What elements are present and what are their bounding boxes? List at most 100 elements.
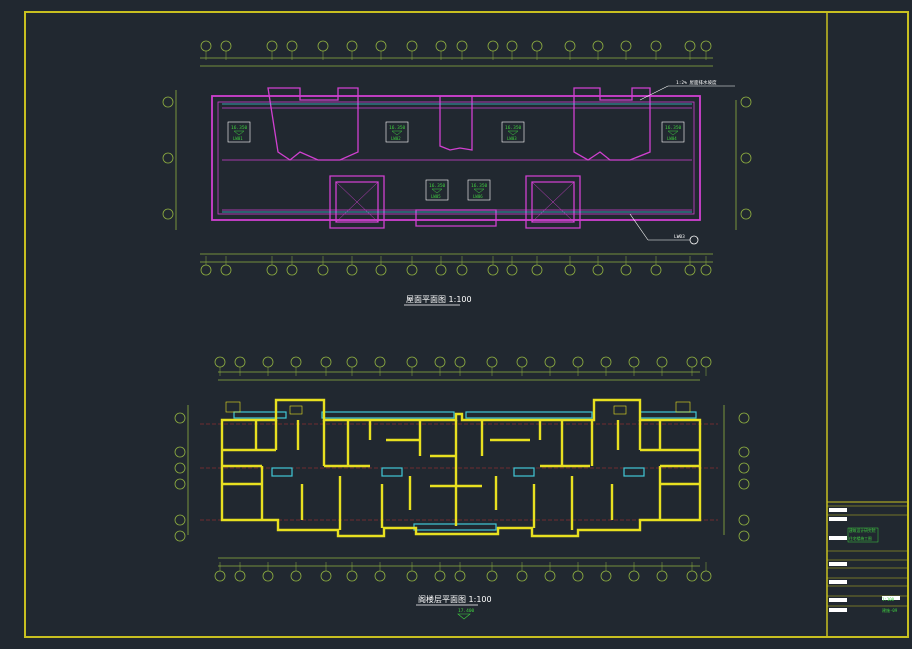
axis-bubble (374, 356, 386, 368)
axis-bubble (174, 446, 186, 458)
title-block-project: 住宅楼施工图 (849, 536, 872, 541)
axis-bubble (516, 356, 528, 368)
axis-bubble (738, 446, 750, 458)
axis-bubble (290, 570, 302, 582)
axis-bubble (262, 570, 274, 582)
axis-bubble (506, 40, 518, 52)
axis-bubble (286, 40, 298, 52)
axis-bubble (531, 264, 543, 276)
axis-bubble (266, 40, 278, 52)
axis-bubble (740, 208, 752, 220)
axis-bubble (738, 530, 750, 542)
axis-bubble (346, 264, 358, 276)
attic-axis-bubbles-top (214, 356, 712, 376)
title-block-field (829, 598, 847, 602)
axis-bubble (531, 40, 543, 52)
elevation-value: 16.350 (429, 183, 446, 189)
roof-axis-bubbles-bottom (200, 256, 712, 276)
axis-bubble (220, 264, 232, 276)
axis-bubble (290, 356, 302, 368)
elevation-value: 16.350 (231, 125, 248, 131)
axis-bubble (214, 570, 226, 582)
elevation-tag: LW05 (431, 194, 441, 199)
axis-bubble (346, 570, 358, 582)
title-block-field (829, 562, 847, 566)
axis-bubble (406, 264, 418, 276)
axis-bubble (738, 462, 750, 474)
axis-bubble (486, 570, 498, 582)
elevation-value: 16.350 (471, 183, 488, 189)
axis-bubble (406, 356, 418, 368)
axis-bubble (738, 478, 750, 490)
axis-bubble (346, 40, 358, 52)
axis-bubble (435, 264, 447, 276)
axis-bubble (317, 264, 329, 276)
axis-bubble (650, 40, 662, 52)
axis-bubble (374, 570, 386, 582)
axis-bubble (456, 264, 468, 276)
axis-bubble (544, 356, 556, 368)
axis-bubble (620, 40, 632, 52)
title-block-field (882, 596, 900, 600)
axis-bubble (486, 356, 498, 368)
axis-bubble (162, 96, 174, 108)
axis-bubble (262, 356, 274, 368)
axis-bubble (656, 570, 668, 582)
attic-plan: 阁楼层平面图 1:100 17.400 (174, 356, 750, 620)
attic-plan-title: 阁楼层平面图 1:100 (418, 594, 492, 604)
elevation-value: 16.350 (665, 125, 682, 131)
axis-bubble (740, 96, 752, 108)
axis-bubble (220, 40, 232, 52)
axis-bubble (686, 356, 698, 368)
axis-bubble (740, 152, 752, 164)
attic-elevation-label: 17.400 (458, 608, 475, 614)
axis-bubble (684, 40, 696, 52)
axis-bubble (320, 570, 332, 582)
axis-bubble (375, 40, 387, 52)
attic-axis-bubbles-bottom (214, 562, 712, 582)
roof-plan-title: 屋面平面图 1:100 (406, 295, 472, 304)
axis-bubble (174, 530, 186, 542)
axis-bubble (684, 264, 696, 276)
axis-bubble (506, 264, 518, 276)
title-block-rows (827, 505, 908, 612)
axis-bubble (174, 412, 186, 424)
roof-outline (211, 95, 701, 221)
title-block-company: 建筑设计研究院 (849, 528, 876, 533)
axis-bubble (406, 570, 418, 582)
axis-bubble (544, 570, 556, 582)
axis-bubble (628, 570, 640, 582)
axis-bubble (174, 462, 186, 474)
elevation-tag: LW06 (473, 194, 483, 199)
axis-bubble (434, 570, 446, 582)
axis-bubble (620, 264, 632, 276)
axis-bubble (700, 40, 712, 52)
title-block: 建筑设计研究院 住宅楼施工图 1:100 建施-09 (827, 505, 908, 613)
roof-note-bottom: LW03 (674, 234, 685, 240)
axis-bubble (487, 264, 499, 276)
axis-bubble (738, 514, 750, 526)
axis-bubble (266, 264, 278, 276)
axis-bubble (564, 40, 576, 52)
axis-bubble (487, 40, 499, 52)
axis-bubble (162, 208, 174, 220)
axis-bubble (454, 356, 466, 368)
title-block-field (829, 580, 847, 584)
axis-bubble (686, 570, 698, 582)
axis-bubble (628, 356, 640, 368)
title-block-field (829, 517, 847, 521)
axis-bubble (454, 570, 466, 582)
axis-bubble (592, 40, 604, 52)
axis-bubble (700, 356, 712, 368)
roof-axis-bubbles-top (200, 40, 712, 60)
title-block-field (829, 608, 847, 612)
sheet-outer-border (24, 11, 909, 638)
axis-bubble (406, 40, 418, 52)
axis-bubble (592, 264, 604, 276)
